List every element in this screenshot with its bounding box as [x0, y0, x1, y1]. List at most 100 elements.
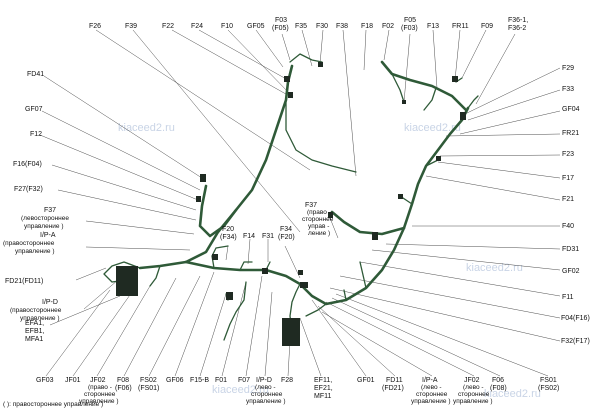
legend-note: ( ): правостороннее управление ): [3, 401, 103, 408]
label-gf07: GF07: [25, 106, 43, 113]
note-lhd-2: стороннее: [458, 391, 490, 398]
label-f08-alt: (F08): [490, 385, 507, 392]
label-ip-d-rhd: I/P-D: [42, 299, 58, 306]
note-control: управление ): [79, 398, 119, 405]
label-f33: F33: [562, 86, 574, 93]
note-control: управление ): [246, 398, 286, 405]
label-f07: F07: [238, 377, 250, 384]
watermark: kiaceed2.ru: [212, 384, 269, 396]
label-f35: F35: [295, 23, 307, 30]
note-rhd-2: стороннее: [84, 391, 116, 398]
callout-labels: F26 F39 F22 F24 F10 GF05 F03 (F05) F35 F…: [3, 17, 590, 408]
label-f03-alt: (F03): [401, 25, 418, 32]
label-ip-d-lhd: I/P-D: [256, 377, 272, 384]
label-fs02-alt: (FS02): [538, 385, 559, 392]
label-f15-b: F15-B: [190, 377, 209, 384]
note-control: управление ): [20, 315, 60, 322]
label-f18: F18: [361, 23, 373, 30]
label-mf11: MF11: [314, 393, 331, 400]
note-rhd-1: (право -: [88, 384, 112, 391]
label-f32-f17: F32(F17): [561, 338, 590, 345]
label-gf05: GF05: [247, 23, 265, 30]
label-mfa1: MFA1: [25, 336, 43, 343]
label-f06-alt: (F06): [115, 385, 132, 392]
label-f34: F34: [280, 226, 292, 233]
label-f08: F08: [117, 377, 129, 384]
note-lhd-2: стороннее: [416, 391, 448, 398]
note-lhd-1: (лево -: [255, 384, 276, 391]
note-control: управление ): [24, 223, 64, 230]
note-lhd-1: (лево -: [421, 384, 442, 391]
watermark: kiaceed2.ru: [484, 388, 541, 400]
label-ip-a-rhd: I/P-A: [40, 232, 56, 239]
note-rhd-4: ление ): [308, 230, 330, 237]
label-f05: F05: [404, 17, 416, 24]
label-f14: F14: [243, 233, 255, 240]
leader-lines: [39, 29, 561, 377]
label-fd21-alt: (FD21): [382, 385, 404, 392]
note-rhd: (правостороннее: [3, 240, 55, 247]
label-f29: F29: [562, 65, 574, 72]
wire-harness: [103, 53, 479, 341]
note-lhd-2: стороннее: [251, 391, 283, 398]
label-gf01: GF01: [357, 377, 375, 384]
label-ef11: EF11,: [314, 377, 332, 384]
label-f03: F03: [275, 17, 287, 24]
label-f40: F40: [562, 223, 574, 230]
label-f11: F11: [562, 294, 574, 301]
connectors: [116, 62, 466, 346]
note-control: управление ): [453, 398, 493, 405]
label-efb1: EFB1,: [25, 328, 45, 335]
label-gf02: GF02: [562, 268, 580, 275]
label-f24: F24: [191, 23, 203, 30]
label-f06: F06: [492, 377, 504, 384]
label-f09: F09: [481, 23, 493, 30]
label-ip-a-lhd: I/P-A: [422, 377, 438, 384]
label-f30: F30: [316, 23, 328, 30]
label-f02: F02: [382, 23, 394, 30]
label-fd21-fd11: FD21(FD11): [5, 278, 43, 285]
label-ef21: EF21,: [314, 385, 333, 392]
label-fr21: FR21: [562, 130, 579, 137]
watermark: kiaceed2.ru: [118, 122, 175, 134]
note-rhd-2: стороннее: [302, 216, 334, 223]
label-fs01-alt: (FS01): [138, 385, 159, 392]
label-fd11: FD11: [386, 377, 403, 384]
label-f21: F21: [562, 196, 574, 203]
label-f17: F17: [562, 175, 574, 182]
label-f12: F12: [30, 131, 42, 138]
label-f39: F39: [125, 23, 137, 30]
label-f26: F26: [89, 23, 101, 30]
label-gf03: GF03: [36, 377, 54, 384]
label-fs01: FS01: [540, 377, 557, 384]
label-fd41: FD41: [27, 71, 44, 78]
label-f22: F22: [162, 23, 174, 30]
label-gf06: GF06: [166, 377, 184, 384]
label-f27-f32: F27(F32): [14, 186, 43, 193]
label-f34-alt: (F34): [220, 234, 237, 241]
label-jf02-lhd: JF02: [464, 377, 480, 384]
label-fd31: FD31: [562, 246, 579, 253]
label-f01: F01: [215, 377, 227, 384]
label-f36-2: F36-2: [508, 25, 526, 32]
label-jf01: JF01: [65, 377, 81, 384]
label-f20-alt: (F20): [278, 234, 295, 241]
label-f28: F28: [281, 377, 293, 384]
label-f04-f16: F04(F16): [561, 315, 590, 322]
note-control: управление ): [15, 248, 55, 255]
note-lhd: (левостороннее: [21, 215, 69, 222]
note-lhd-1: (лево -: [463, 384, 484, 391]
label-f38: F38: [336, 23, 348, 30]
note-rhd: (правостороннее: [10, 307, 62, 314]
label-f13: F13: [427, 23, 439, 30]
label-fr11: FR11: [452, 23, 469, 30]
label-fs02: FS02: [140, 377, 157, 384]
label-f05-alt: (F05): [272, 25, 289, 32]
note-rhd-1: (право -: [307, 209, 331, 216]
label-f16-f04: F16(F04): [13, 161, 42, 168]
label-f37-lhd: F37: [44, 207, 56, 214]
watermark: kiaceed2.ru: [466, 262, 523, 274]
label-f37-rhd: F37: [305, 202, 317, 209]
label-f31: F31: [262, 233, 274, 240]
